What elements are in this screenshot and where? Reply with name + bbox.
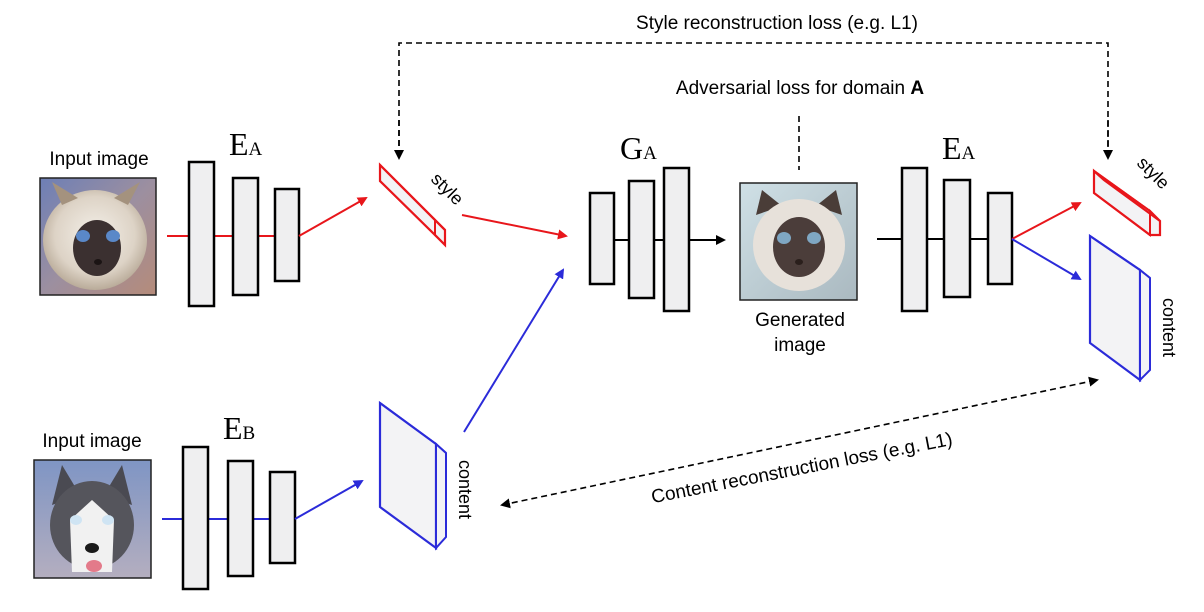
content-to-generator-arrow bbox=[463, 268, 565, 433]
encoder-a-right-label: EA bbox=[942, 130, 976, 166]
encoder-b-to-content-arrow bbox=[294, 480, 364, 520]
encoder-a-right-network bbox=[900, 166, 1014, 313]
generated-image bbox=[739, 182, 858, 301]
encoder-b-label: EB bbox=[223, 410, 255, 446]
content-loss-line bbox=[500, 376, 1099, 509]
content-loss-label: Content reconstruction loss (e.g. L1) bbox=[650, 429, 955, 508]
generated-image-label-line1: Generated bbox=[755, 310, 845, 331]
generated-image-label-line2: image bbox=[774, 335, 826, 356]
input-image-a bbox=[39, 177, 157, 296]
content-code-b bbox=[378, 400, 447, 551]
adversarial-loss-label: Adversarial loss for domain A bbox=[676, 78, 924, 99]
encoder-to-style-arrow bbox=[1011, 202, 1082, 240]
style-code-a bbox=[378, 162, 447, 248]
encoder-to-content-arrow bbox=[1011, 238, 1082, 281]
input-image-b-label: Input image bbox=[42, 431, 141, 452]
adversarial-loss-text: Adversarial loss for domain bbox=[676, 78, 910, 99]
style-label-a: style bbox=[427, 169, 467, 209]
input-image-a-label: Input image bbox=[49, 149, 148, 170]
content-code-reconstructed bbox=[1088, 233, 1151, 383]
generator-a-network bbox=[588, 166, 691, 313]
style-to-generator-arrow bbox=[461, 214, 568, 240]
style-loss-line bbox=[398, 42, 1109, 156]
adversarial-loss-domain: A bbox=[910, 78, 924, 99]
encoder-b-network bbox=[181, 445, 297, 591]
content-label-b: content bbox=[455, 460, 475, 519]
content-label-reconstructed: content bbox=[1159, 298, 1179, 357]
encoder-a-label: EA bbox=[229, 126, 263, 162]
generator-a-label: GA bbox=[620, 130, 657, 166]
style-label-reconstructed: style bbox=[1133, 153, 1173, 193]
input-image-b bbox=[33, 459, 152, 579]
style-code-reconstructed bbox=[1092, 168, 1162, 237]
encoder-a-to-style-arrow bbox=[298, 197, 368, 237]
encoder-a-network bbox=[187, 160, 301, 308]
style-loss-label: Style reconstruction loss (e.g. L1) bbox=[636, 13, 918, 34]
